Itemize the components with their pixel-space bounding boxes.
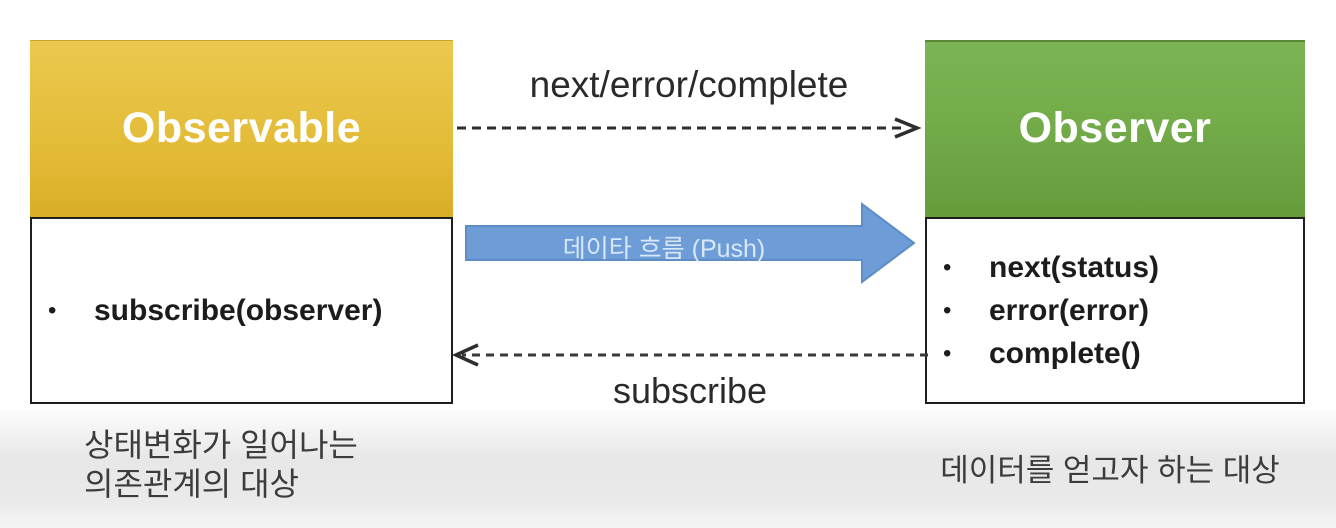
observer-title: Observer <box>1018 104 1212 152</box>
method-row: • error(error) <box>927 289 1303 332</box>
bullet-glyph: • <box>48 296 57 324</box>
footer-band <box>0 410 1336 528</box>
backward-arrow-label: subscribe <box>612 370 768 411</box>
observable-title: Observable <box>121 104 362 152</box>
method-row: • next(status) <box>927 246 1303 289</box>
observable-caption-line1: 상태변화가 일어나는 <box>84 427 358 463</box>
observable-caption: 상태변화가 일어나는 의존관계의 대상 <box>84 426 358 504</box>
bullet-glyph: • <box>943 339 952 367</box>
backward-dashed-arrow-icon <box>451 343 928 367</box>
push-arrow-label: 데이타 흐름 (Push) <box>562 235 766 263</box>
forward-arrow-label: next/error/complete <box>529 64 849 105</box>
observer-header-box: Observer <box>925 40 1305 217</box>
observer-method-next: next(status) <box>989 250 1160 284</box>
method-row: • complete() <box>927 332 1303 375</box>
observable-method-subscribe: subscribe(observer) <box>94 293 383 327</box>
forward-dashed-arrow-icon <box>457 117 922 139</box>
push-arrow-icon <box>465 202 916 284</box>
bullet-glyph: • <box>943 253 952 281</box>
observable-body-box: • subscribe(observer) <box>30 217 453 404</box>
observer-method-complete: complete() <box>989 336 1141 370</box>
bullet-glyph: • <box>943 296 952 324</box>
observer-body-box: • next(status) • error(error) • complete… <box>925 217 1305 404</box>
observable-header-box: Observable <box>30 40 453 217</box>
observer-caption: 데이터를 얻고자 하는 대상 <box>940 453 1280 488</box>
observable-caption-line2: 의존관계의 대상 <box>84 466 299 502</box>
method-row: • subscribe(observer) <box>32 289 451 332</box>
observer-method-error: error(error) <box>989 293 1150 327</box>
